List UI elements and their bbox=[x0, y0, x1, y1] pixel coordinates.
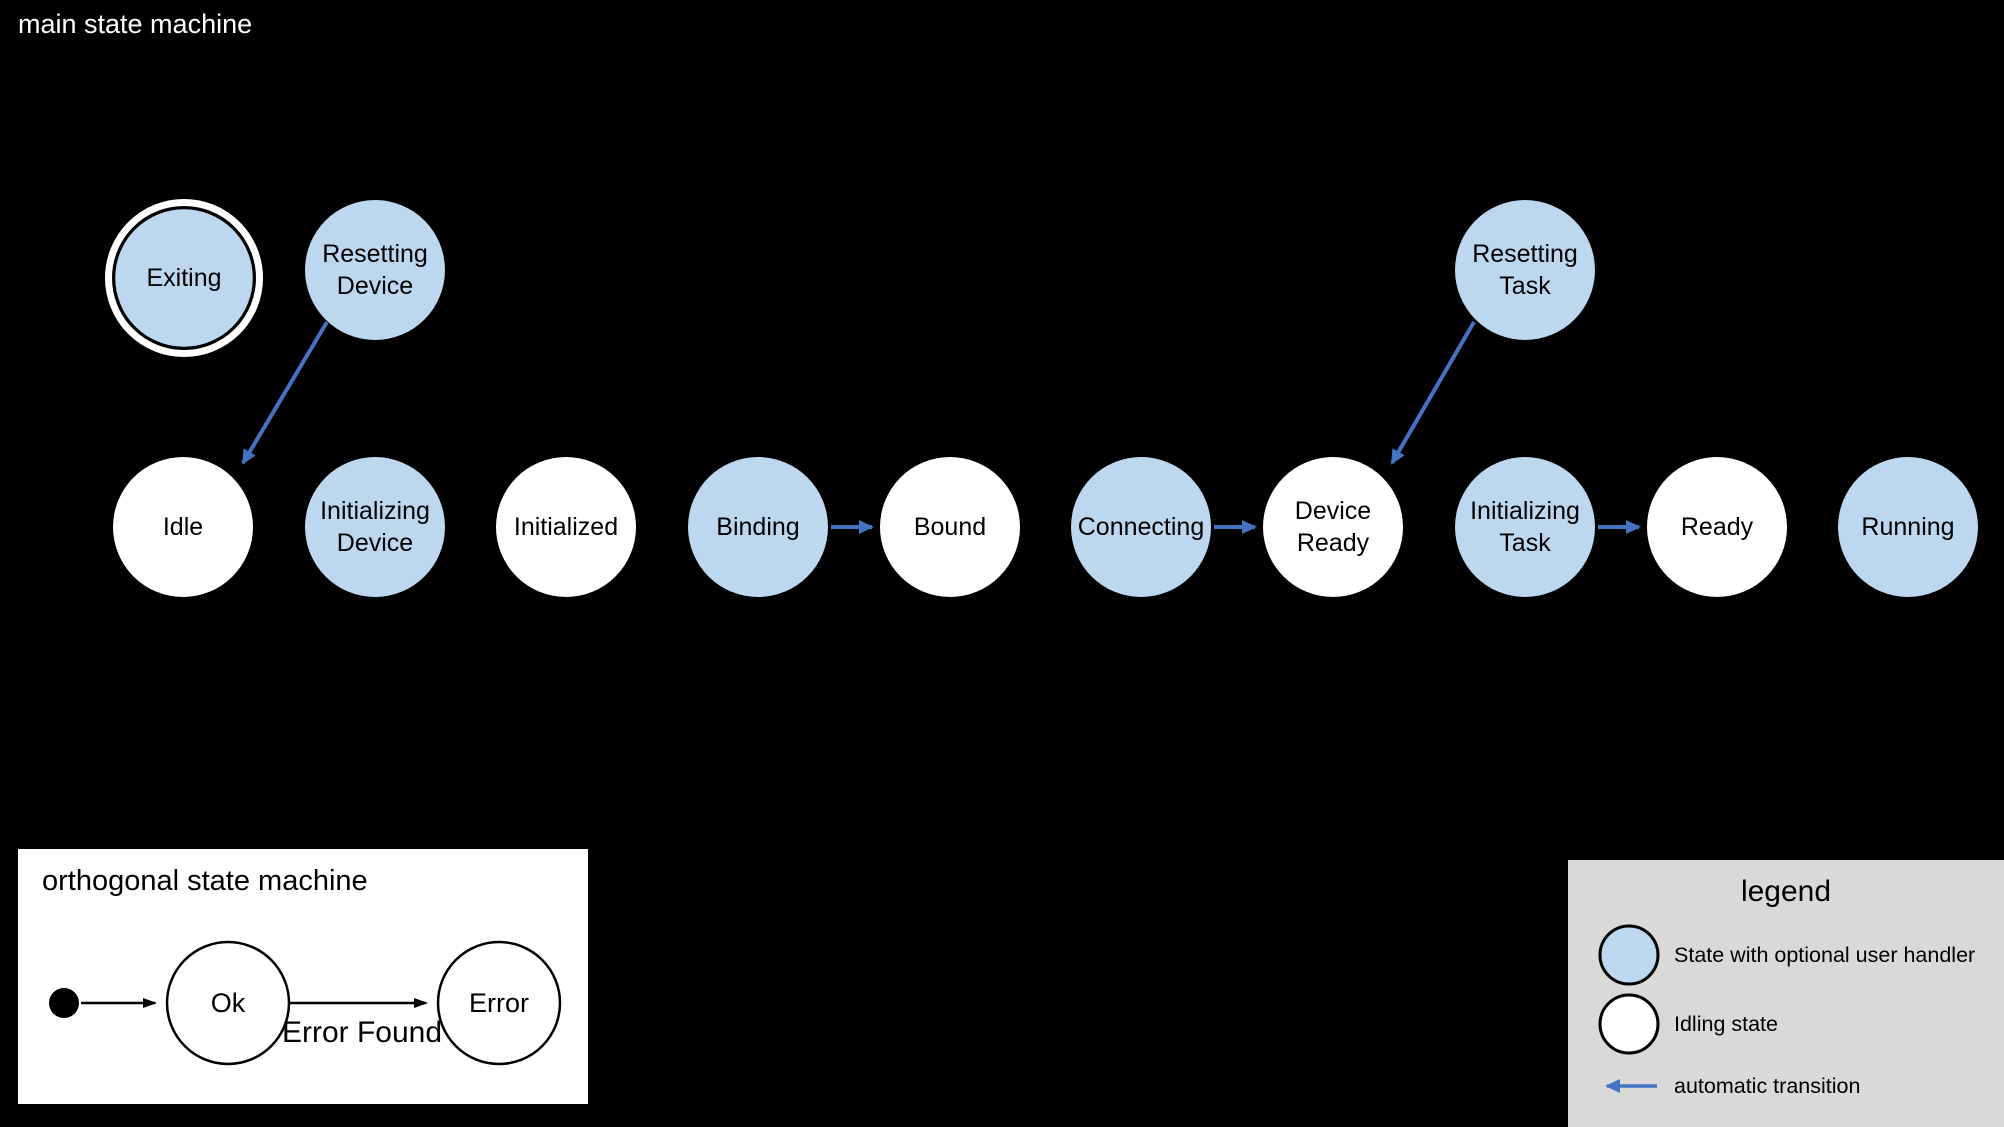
legend-item: Idling state bbox=[1598, 993, 1778, 1055]
legend-item-label: State with optional user handler bbox=[1674, 943, 1975, 967]
state-bound: Bound bbox=[880, 457, 1020, 597]
main-machine-title: main state machine bbox=[18, 9, 252, 39]
main-machine-transitions bbox=[241, 320, 1641, 534]
state-label: Device bbox=[337, 272, 413, 300]
state-ready: Ready bbox=[1647, 457, 1787, 597]
state-circle bbox=[436, 940, 562, 1066]
state-label: Idle bbox=[163, 513, 203, 541]
state-circle bbox=[1263, 457, 1403, 597]
state-circle bbox=[880, 457, 1020, 597]
orthogonal-machine-title: orthogonal state machine bbox=[42, 865, 368, 897]
state-label: Resetting bbox=[1472, 240, 1578, 268]
legend-item: automatic transition bbox=[1605, 1074, 1860, 1098]
main-machine-states: ExitingResettingDeviceResettingTaskIdleI… bbox=[105, 199, 1978, 597]
final-state-ring bbox=[105, 199, 263, 357]
legend-panel bbox=[1568, 860, 2004, 1127]
legend-title: legend bbox=[1741, 875, 1831, 908]
legend-box bbox=[1568, 860, 2004, 1127]
state-label: Device bbox=[337, 529, 413, 557]
state-label: Ready bbox=[1297, 529, 1370, 557]
state-label: Exiting bbox=[146, 264, 221, 292]
legend-item-label: automatic transition bbox=[1674, 1074, 1860, 1098]
state-running: Running bbox=[1838, 457, 1978, 597]
state-label: Connecting bbox=[1078, 513, 1204, 541]
handler-state-icon bbox=[1598, 924, 1660, 986]
state-connecting: Connecting bbox=[1071, 457, 1211, 597]
state-circle bbox=[113, 457, 253, 597]
idling-state-icon bbox=[1598, 993, 1660, 1055]
transition-resetting-device-to-idle bbox=[241, 320, 329, 465]
legend-item-label: Idling state bbox=[1674, 1012, 1778, 1036]
initial-state-dot bbox=[49, 988, 79, 1018]
state-circle bbox=[165, 940, 291, 1066]
state-label: Initializing bbox=[320, 497, 430, 525]
state-circle bbox=[1455, 200, 1595, 340]
state-label: Task bbox=[1499, 272, 1551, 300]
state-error: Error bbox=[436, 940, 562, 1066]
state-label: Ok bbox=[211, 988, 246, 1018]
state-circle bbox=[1838, 457, 1978, 597]
state-label: Initialized bbox=[514, 513, 618, 541]
state-circle bbox=[305, 200, 445, 340]
state-circle bbox=[1071, 457, 1211, 597]
state-ok: Ok bbox=[165, 940, 291, 1066]
state-label: Running bbox=[1861, 513, 1954, 541]
state-circle bbox=[305, 457, 445, 597]
state-label: Resetting bbox=[322, 240, 428, 268]
state-label: Binding bbox=[716, 513, 799, 541]
transition-resetting-task-to-device-ready bbox=[1390, 320, 1476, 465]
state-label: Error bbox=[469, 988, 529, 1018]
state-circle bbox=[1455, 457, 1595, 597]
state-label: Task bbox=[1499, 529, 1551, 557]
state-binding: Binding bbox=[688, 457, 828, 597]
state-label: Ready bbox=[1681, 513, 1754, 541]
state-circle bbox=[112, 206, 256, 350]
legend-item: State with optional user handler bbox=[1598, 924, 1975, 986]
state-circle bbox=[1647, 457, 1787, 597]
state-circle bbox=[688, 457, 828, 597]
state-exiting: Exiting bbox=[105, 199, 263, 357]
state-label: Device bbox=[1295, 497, 1371, 525]
state-label: Initializing bbox=[1470, 497, 1580, 525]
state-initialized: Initialized bbox=[496, 457, 636, 597]
state-idle: Idle bbox=[113, 457, 253, 597]
transition-label-ok-to-error: Error Found bbox=[282, 1016, 442, 1049]
state-label: Bound bbox=[914, 513, 986, 541]
state-circle bbox=[496, 457, 636, 597]
